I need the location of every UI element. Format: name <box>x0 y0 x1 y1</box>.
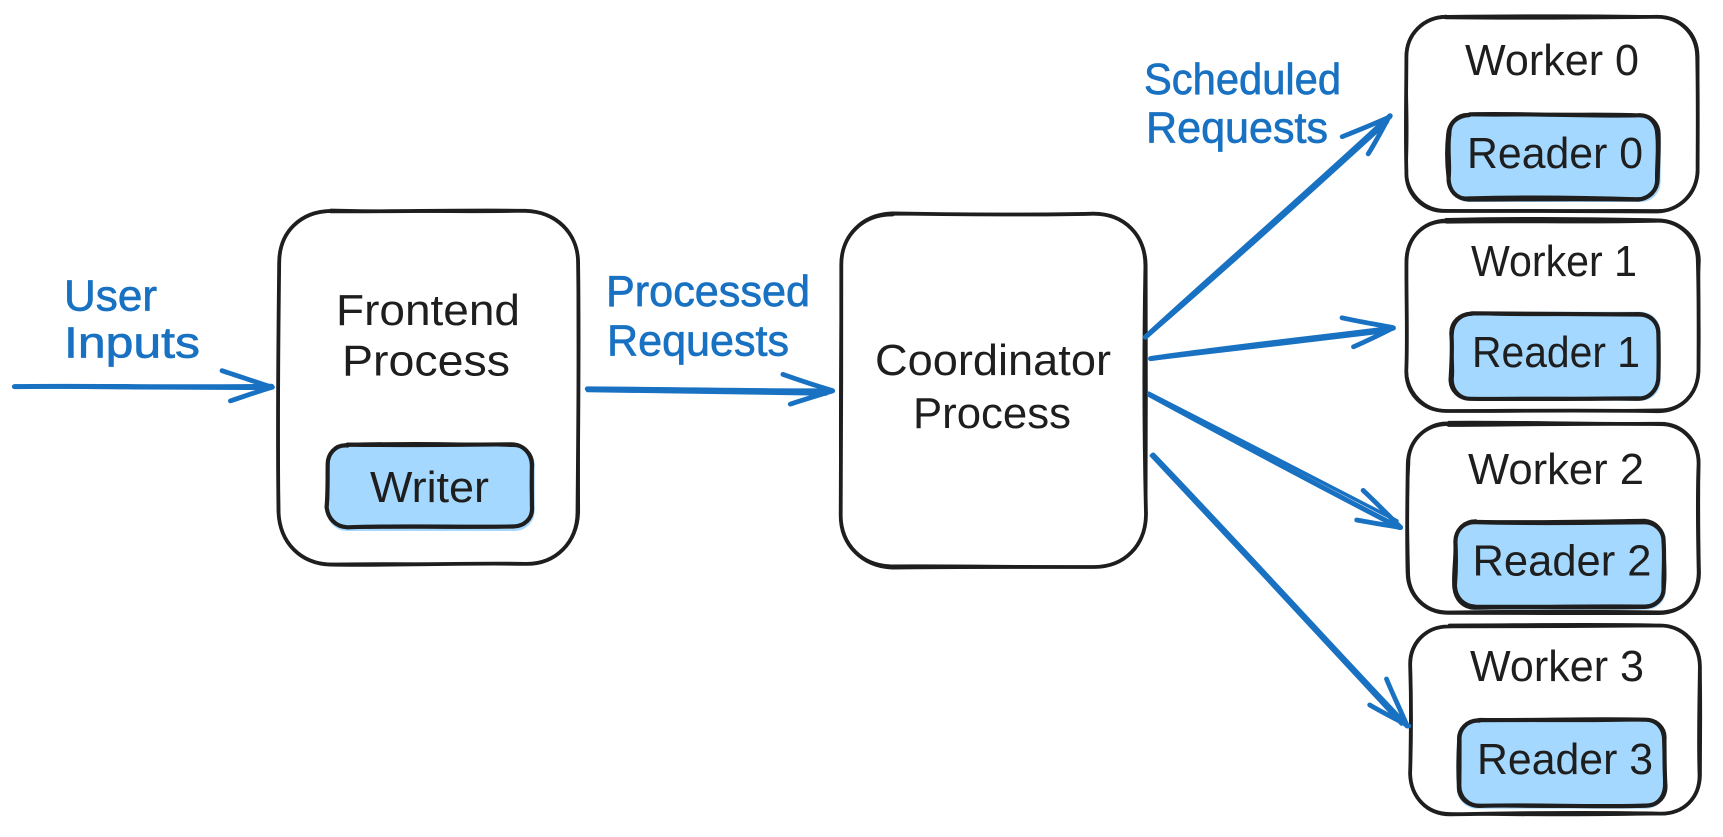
svg-text:Frontend: Frontend <box>336 286 520 335</box>
svg-text:Coordinator: Coordinator <box>875 336 1111 385</box>
svg-text:Process: Process <box>342 337 510 386</box>
svg-text:Worker 3: Worker 3 <box>1470 642 1644 691</box>
svg-text:Requests: Requests <box>1146 104 1328 153</box>
svg-text:User: User <box>64 272 157 321</box>
svg-text:Reader 2: Reader 2 <box>1473 537 1652 586</box>
svg-text:Inputs: Inputs <box>64 319 200 368</box>
svg-text:Process: Process <box>913 389 1071 438</box>
svg-text:Scheduled: Scheduled <box>1144 55 1341 104</box>
svg-text:Reader 1: Reader 1 <box>1472 328 1640 377</box>
svg-text:Processed: Processed <box>606 267 810 316</box>
svg-text:Writer: Writer <box>370 463 489 512</box>
svg-text:Worker 1: Worker 1 <box>1471 237 1637 286</box>
svg-text:Worker 0: Worker 0 <box>1465 36 1639 85</box>
svg-text:Reader 0: Reader 0 <box>1467 129 1643 178</box>
svg-text:Requests: Requests <box>607 317 789 366</box>
svg-text:Worker 2: Worker 2 <box>1468 445 1644 494</box>
svg-text:Reader 3: Reader 3 <box>1477 735 1653 784</box>
